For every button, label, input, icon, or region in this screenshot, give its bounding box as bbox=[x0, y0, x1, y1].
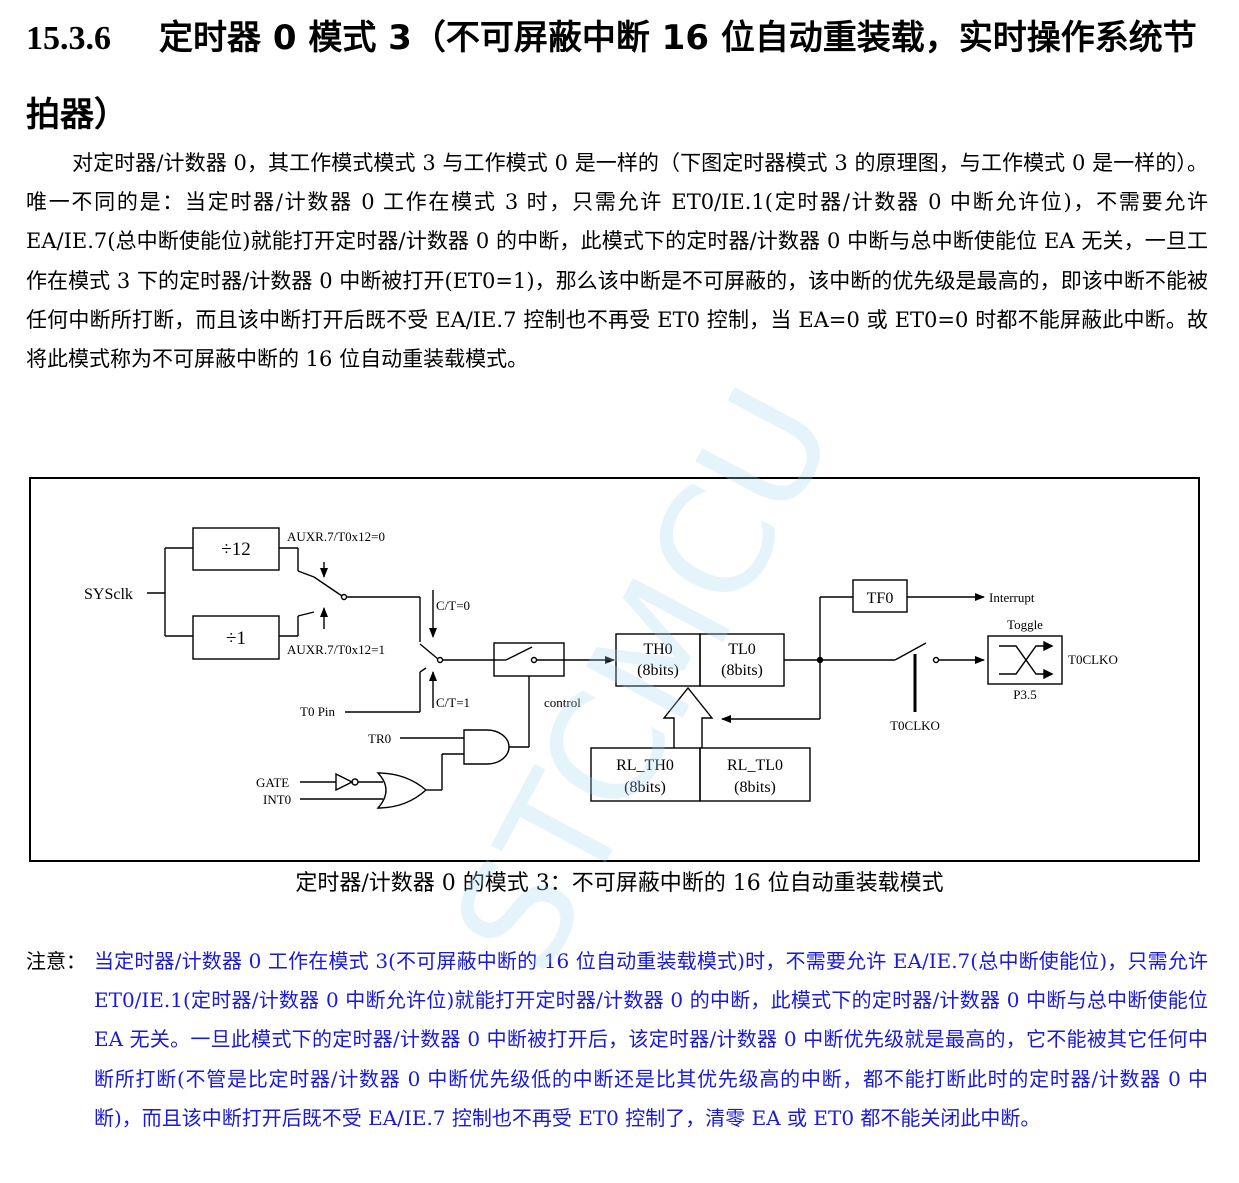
tl0-bits-label: (8bits) bbox=[721, 662, 763, 679]
auxr-switch-blade bbox=[313, 576, 343, 597]
rl-th0-bits-label: (8bits) bbox=[624, 779, 666, 796]
reload-arrow bbox=[662, 686, 714, 748]
diagram-canvas: SYSclk ÷12 ÷1 AUXR.7/T0x12=0 AUXR.7/T0x1… bbox=[84, 527, 1118, 809]
t0pin-switch-stub bbox=[419, 667, 427, 673]
th0-label: TH0 bbox=[643, 641, 672, 658]
toggle-arrowhead-b bbox=[1043, 668, 1054, 680]
note-block: 注意： 当定时器/计数器 0 工作在模式 3(不可屏蔽中断的 16 位自动重装载… bbox=[26, 942, 1208, 1138]
interrupt-label: Interrupt bbox=[989, 590, 1035, 605]
ct-switch-pivot bbox=[436, 656, 444, 664]
or-gate bbox=[376, 772, 428, 809]
and-gate bbox=[463, 729, 510, 765]
t0clko-switch-pivot bbox=[932, 656, 940, 664]
note-label: 注意： bbox=[26, 949, 86, 973]
div1-switch-stub bbox=[297, 611, 315, 617]
toggle-arrowhead-a bbox=[1043, 640, 1054, 652]
gate-inverter bbox=[335, 772, 354, 792]
timer-mode3-diagram: SYSclk ÷12 ÷1 AUXR.7/T0x12=0 AUXR.7/T0x1… bbox=[29, 477, 1200, 862]
body-paragraph-text: 对定时器/计数器 0，其工作模式模式 3 与工作模式 0 是一样的（下图定时器模… bbox=[26, 151, 1208, 372]
div12-label: ÷12 bbox=[221, 539, 250, 560]
p35-label: P3.5 bbox=[1013, 687, 1036, 702]
auxr1-label: AUXR.7/T0x12=1 bbox=[287, 642, 385, 657]
rl-tl0-bits-label: (8bits) bbox=[734, 779, 776, 796]
tf0-box bbox=[852, 579, 908, 613]
rl-tl0-box bbox=[699, 747, 811, 802]
ct0-label: C/T=0 bbox=[436, 598, 470, 613]
toggle-box bbox=[987, 635, 1063, 685]
ct-switch-blade bbox=[419, 643, 439, 660]
t0clko-switch-blade bbox=[894, 642, 927, 661]
control-switch-blade bbox=[505, 646, 533, 661]
tr0-label: TR0 bbox=[368, 731, 391, 746]
body-paragraph: 对定时器/计数器 0，其工作模式模式 3 与工作模式 0 是一样的（下图定时器模… bbox=[26, 144, 1208, 379]
rl-tl0-label: RL_TL0 bbox=[727, 757, 783, 774]
tl0-label: TL0 bbox=[728, 641, 756, 658]
auxr0-label: AUXR.7/T0x12=0 bbox=[287, 529, 385, 544]
figure-caption: 定时器/计数器 0 的模式 3：不可屏蔽中断的 16 位自动重装载模式 bbox=[295, 871, 944, 896]
section-title: 定时器 0 模式 3（不可屏蔽中断 16 位自动重装载，实时操作系统节拍器） bbox=[26, 18, 1197, 135]
int0-label: INT0 bbox=[263, 792, 291, 807]
note-text: 当定时器/计数器 0 工作在模式 3(不可屏蔽中断的 16 位自动重装载模式)时… bbox=[94, 949, 1208, 1130]
div12-switch-stub bbox=[297, 570, 315, 578]
control-switch-pivot bbox=[530, 656, 538, 664]
t0clko-output-label: T0CLKO bbox=[1068, 652, 1118, 667]
gate-label: GATE bbox=[256, 775, 289, 790]
section-number: 15.3.6 bbox=[26, 20, 111, 57]
sysclk-label: SYSclk bbox=[84, 586, 133, 603]
toggle-label: Toggle bbox=[1007, 617, 1043, 632]
div12-box bbox=[192, 527, 280, 571]
div1-label: ÷1 bbox=[226, 628, 246, 649]
th0-bits-label: (8bits) bbox=[637, 662, 679, 679]
div1-box bbox=[192, 615, 280, 660]
t0clko-enable-label: T0CLKO bbox=[890, 718, 940, 733]
tf0-label: TF0 bbox=[867, 590, 894, 607]
control-label: control bbox=[544, 695, 581, 710]
ct1-label: C/T=1 bbox=[436, 695, 470, 710]
rl-th0-label: RL_TH0 bbox=[616, 757, 674, 774]
t0pin-label: T0 Pin bbox=[300, 704, 336, 719]
auxr-switch-pivot bbox=[340, 593, 348, 601]
